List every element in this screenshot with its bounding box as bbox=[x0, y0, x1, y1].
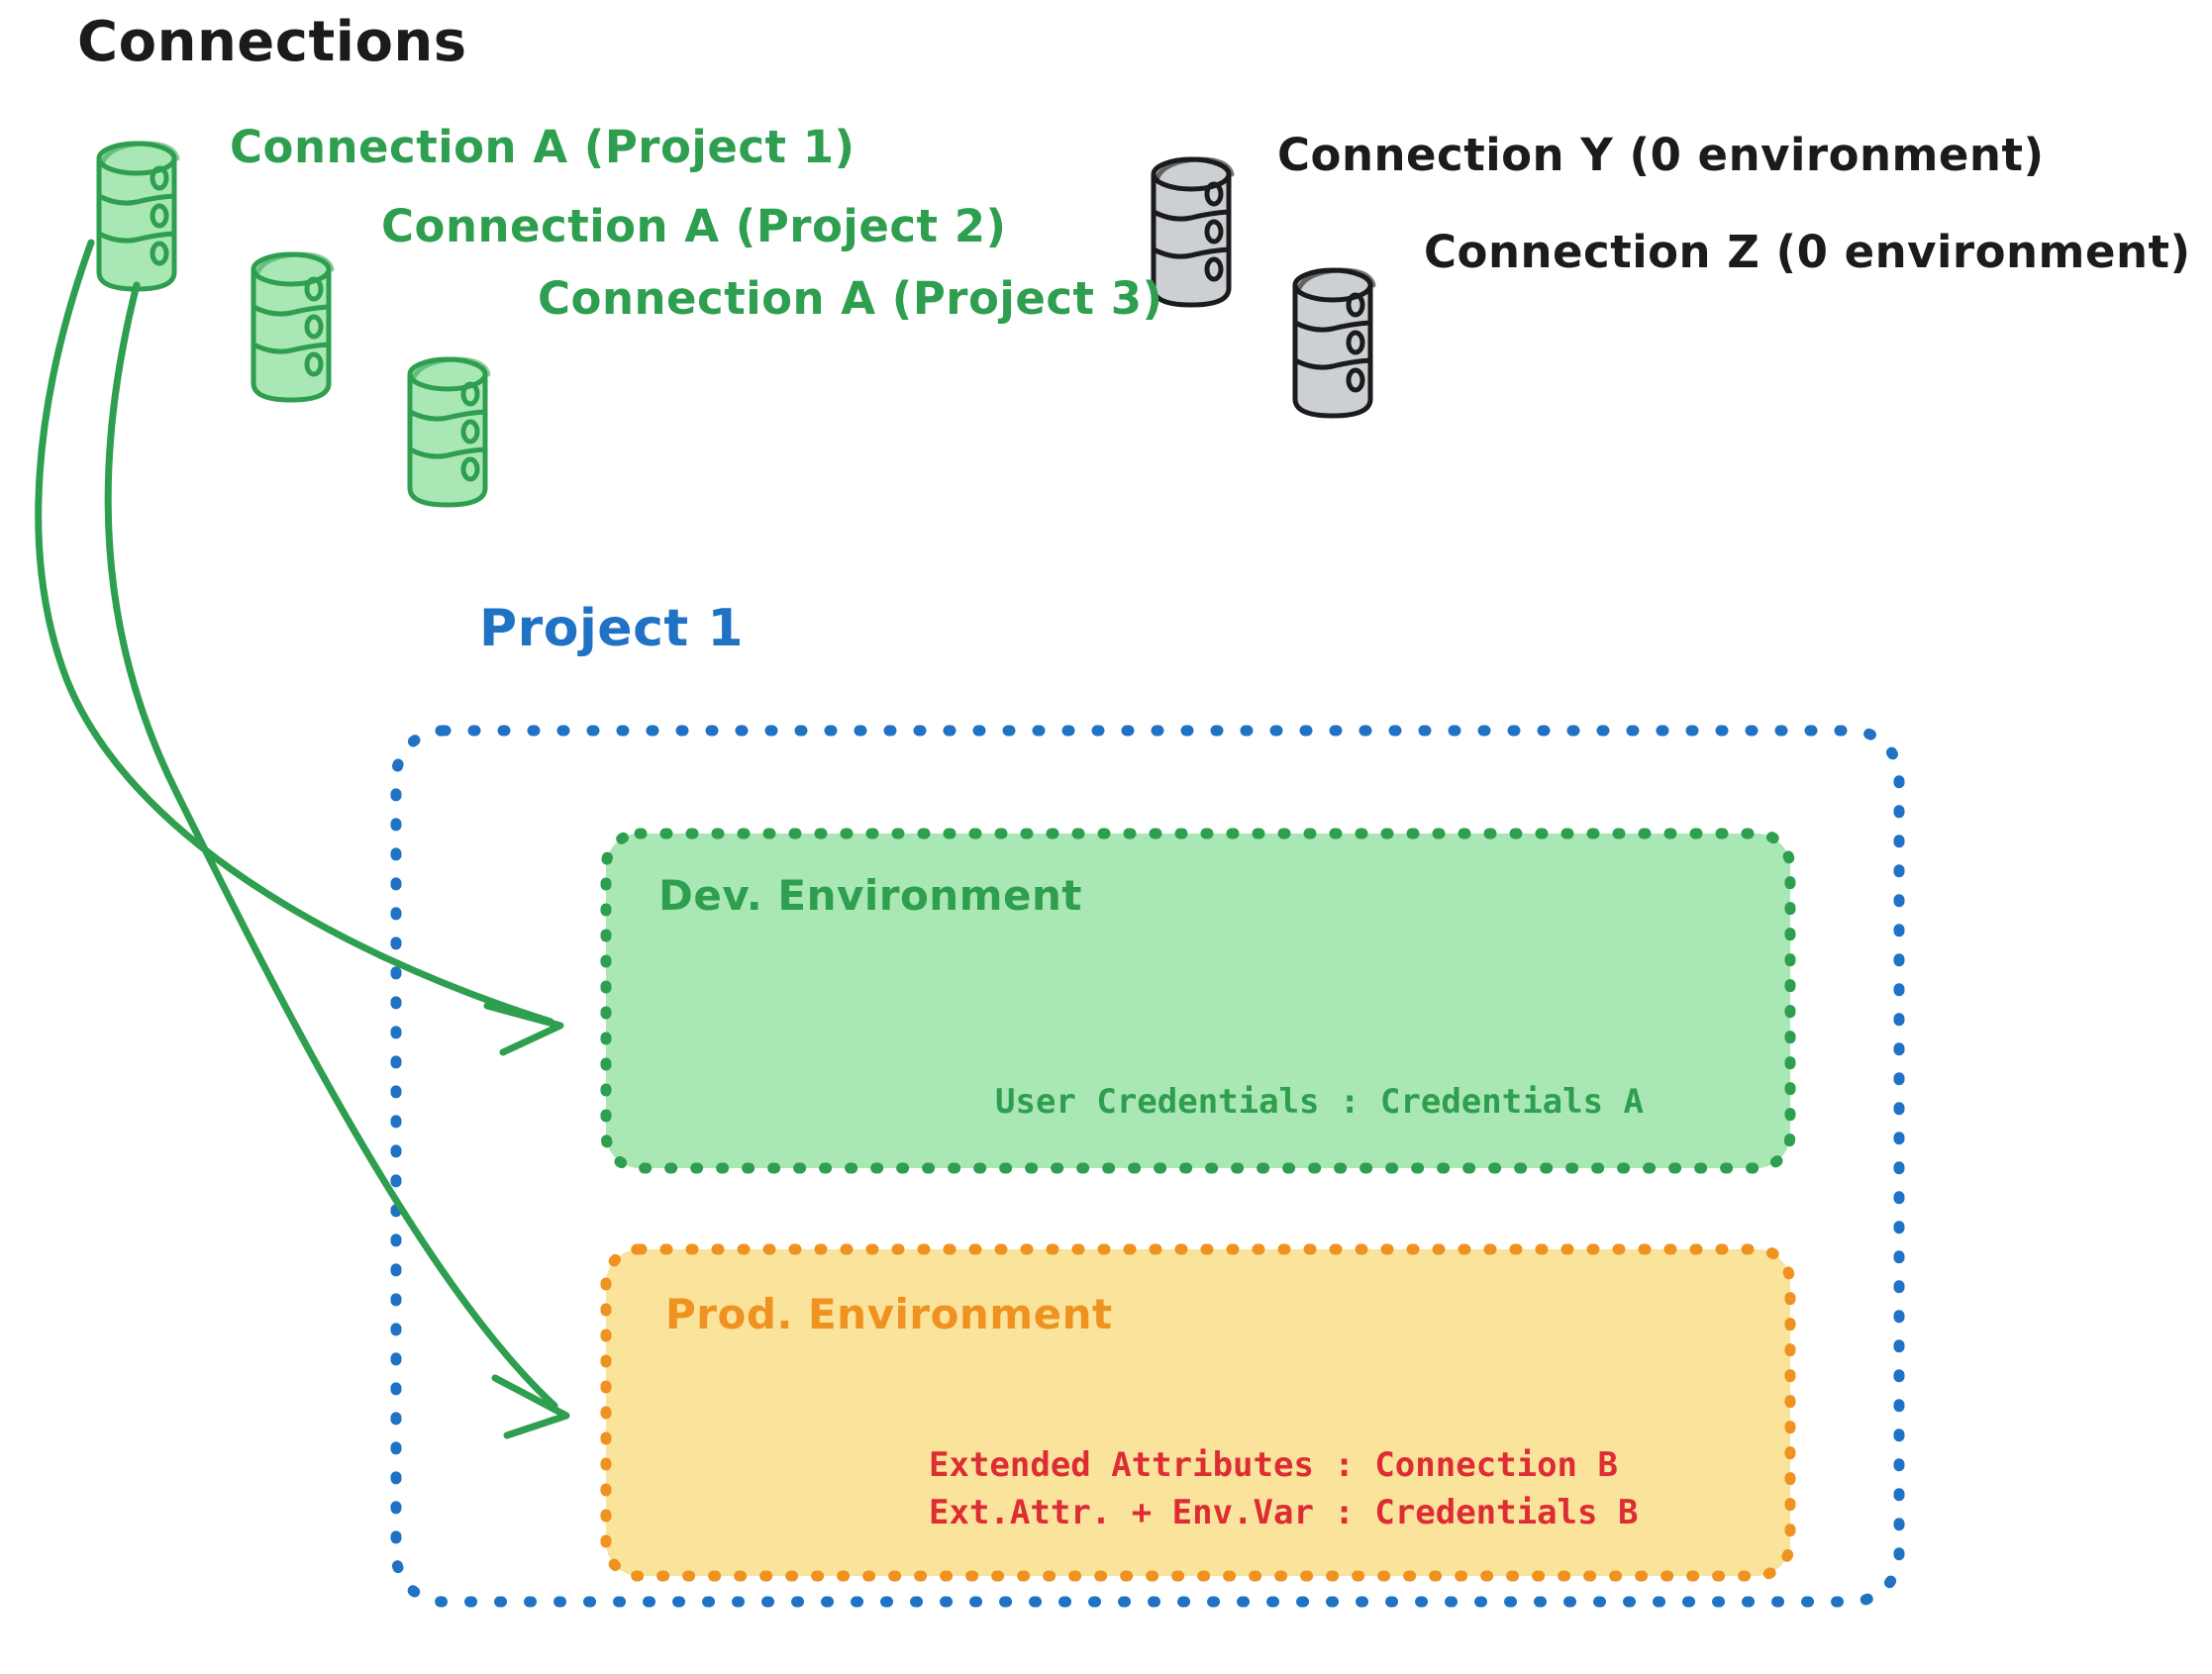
prod-environment-title: Prod. Environment bbox=[665, 1290, 1113, 1338]
database-cylinder-icon-y bbox=[1151, 156, 1235, 308]
prod-environment-line-2: Ext.Attr. + Env.Var : Credentials B bbox=[929, 1493, 1639, 1533]
connection-label-a2: Connection A (Project 2) bbox=[381, 200, 1007, 252]
arrow-connection-a-to-prod bbox=[104, 281, 570, 1439]
connection-label-y: Connection Y (0 environment) bbox=[1277, 129, 2045, 181]
connection-label-a1: Connection A (Project 1) bbox=[230, 121, 855, 173]
dev-environment-credentials-line: User Credentials : Credentials A bbox=[995, 1082, 1645, 1122]
connection-label-a3: Connection A (Project 3) bbox=[538, 272, 1163, 325]
database-cylinder-icon-z bbox=[1292, 267, 1376, 419]
database-cylinder-icon-a1 bbox=[96, 141, 180, 292]
prod-environment-line-1: Extended Attributes : Connection B bbox=[929, 1445, 1618, 1485]
project-title: Project 1 bbox=[479, 599, 745, 658]
database-cylinder-icon-a3 bbox=[407, 356, 491, 508]
connection-label-z: Connection Z (0 environment) bbox=[1424, 226, 2191, 278]
page-title: Connections bbox=[77, 10, 467, 74]
dev-environment-title: Dev. Environment bbox=[658, 871, 1082, 920]
prod-environment-attributes-block: Extended Attributes : Connection B Ext.A… bbox=[929, 1441, 1638, 1537]
database-cylinder-icon-a2 bbox=[251, 251, 335, 403]
